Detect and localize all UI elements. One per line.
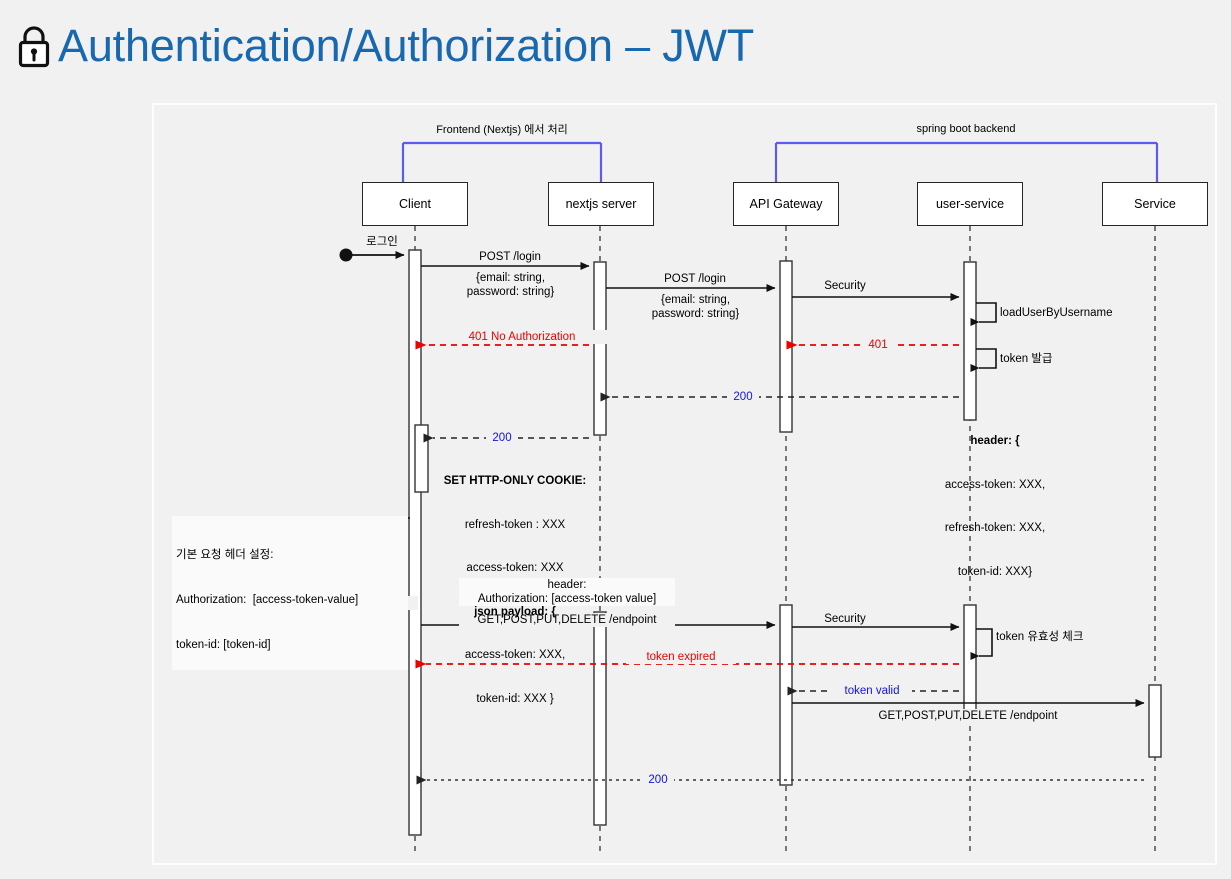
selfcall-token-validity — [970, 628, 993, 660]
activation-userservice-1 — [963, 261, 977, 421]
message-label-post-login-1: POST /login — [440, 250, 580, 264]
note-set-http-only-cookie: SET HTTP-ONLY COOKIE: refresh-token : XX… — [425, 445, 605, 721]
participant-client[interactable]: Client — [362, 182, 468, 226]
selfcall-token-issue — [970, 348, 997, 372]
activation-nextjs-1 — [593, 261, 607, 436]
message-label-200-userservice: 200 — [727, 390, 759, 404]
message-label-401: 401 — [862, 338, 894, 352]
group-bracket-frontend — [401, 141, 603, 182]
page-title: Authentication/Authorization – JWT — [58, 20, 755, 71]
message-label-token-expired: token expired — [626, 650, 736, 664]
actor-entry-login — [339, 248, 405, 262]
message-label-endpoint-1: GET,POST,PUT,DELETE /endpoint — [459, 613, 675, 627]
activation-gateway-2 — [779, 604, 793, 786]
note-cookie-line-3: json payload: { — [474, 605, 556, 618]
activation-bars — [408, 249, 1162, 836]
note-cookie-line-1: refresh-token : XXX — [464, 518, 566, 531]
group-bracket-backend — [774, 141, 1159, 182]
note-default-header-line-2: token-id: [token-id] — [176, 639, 271, 651]
activation-service-1 — [1148, 684, 1162, 758]
page-header: Authentication/Authorization – JWT — [0, 0, 1231, 92]
note-default-request-header: 기본 요청 헤더 설정: Authorization: [access-toke… — [172, 516, 408, 670]
message-label-200-nextjs: 200 — [486, 431, 518, 445]
note-default-header-title: 기본 요청 헤더 설정: — [176, 549, 274, 561]
message-label-security-1: Security — [810, 279, 880, 293]
actor-label-login: 로그인 — [352, 235, 412, 249]
message-label-security-2: Security — [810, 612, 880, 626]
diagram-frame — [152, 103, 1217, 865]
message-label-token-issue: token 발급 — [1000, 353, 1053, 365]
message-label-200-final: 200 — [642, 773, 674, 787]
message-label-401-no-authorization: 401 No Authorization — [424, 330, 620, 344]
note-header-tokens: header: { access-token: XXX, refresh-tok… — [890, 405, 1100, 594]
message-label-endpoint-2: GET,POST,PUT,DELETE /endpoint — [860, 709, 1076, 723]
participant-nextjs-server[interactable]: nextjs server — [548, 182, 654, 226]
note-cookie-line-4: access-token: XXX, — [464, 649, 566, 661]
activation-userservice-2 — [963, 604, 977, 716]
group-label-backend: spring boot backend — [916, 123, 1016, 135]
note-cookie-line-5: token-id: XXX } — [476, 692, 554, 705]
participant-user-service[interactable]: user-service — [917, 182, 1023, 226]
note-header-tokens-line-3: token-id: XXX} — [957, 565, 1033, 578]
note-cookie-title: SET HTTP-ONLY COOKIE: — [443, 475, 587, 487]
activation-nextjs-2 — [593, 611, 607, 826]
participant-api-gateway[interactable]: API Gateway — [733, 182, 839, 226]
selfcall-loaduserbyusername — [970, 302, 997, 326]
message-label-token-validity-check: token 유효성 체크 — [996, 631, 1084, 643]
note-cookie-line-2: access-token: XXX — [466, 562, 564, 574]
group-label-frontend: Frontend (Nextjs) 에서 처리 — [436, 124, 568, 136]
note-default-header-line-1: Authorization: [access-token-value] — [176, 594, 359, 606]
activation-gateway-1 — [779, 260, 793, 433]
message-label-login-payload-1: {email: string, password: string} — [438, 271, 583, 299]
note-header-tokens-title: header: { — [970, 435, 1020, 447]
message-label-api-header-note: header: Authorization: [access-token val… — [459, 578, 675, 606]
message-label-post-login-2: POST /login — [625, 272, 765, 286]
participant-service[interactable]: Service — [1102, 182, 1208, 226]
lock-icon — [18, 26, 50, 68]
self-call-loops — [970, 302, 997, 660]
message-label-load-user-by-username: loadUserByUsername — [1000, 307, 1113, 319]
message-label-token-valid: token valid — [832, 684, 912, 698]
note-header-tokens-line-1: access-token: XXX, — [944, 478, 1046, 491]
note-header-tokens-line-2: refresh-token: XXX, — [944, 522, 1046, 534]
message-label-login-payload-2: {email: string, password: string} — [623, 293, 768, 321]
activation-client-main — [408, 249, 422, 836]
